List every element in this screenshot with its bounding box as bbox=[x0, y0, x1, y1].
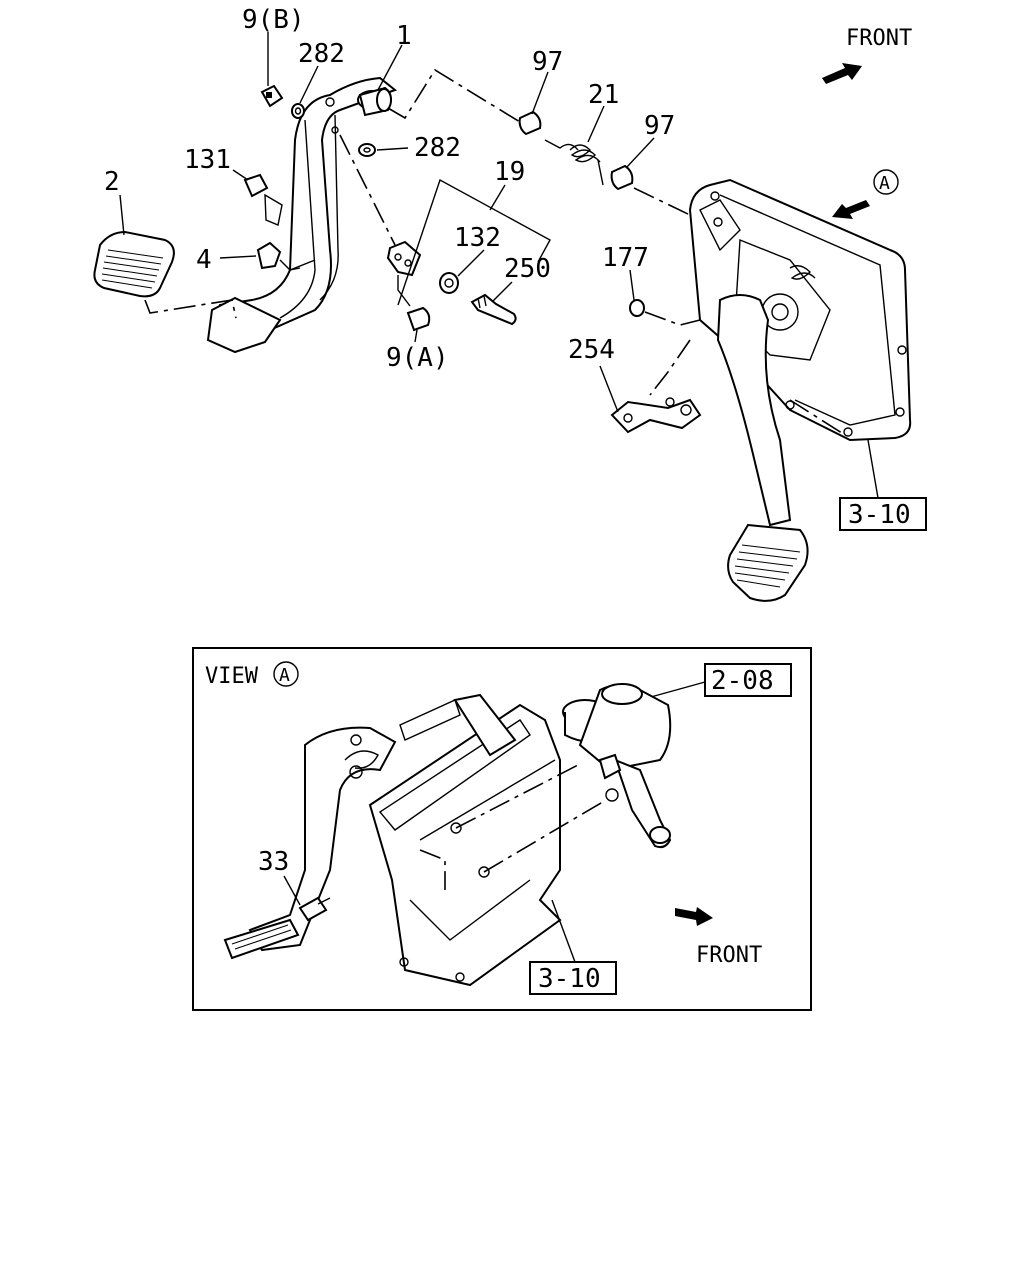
view-marker-circle bbox=[873, 169, 899, 195]
callout-282a: 282 bbox=[298, 39, 345, 69]
leader-19 bbox=[489, 184, 506, 211]
clutch-pedal-pad bbox=[93, 230, 175, 298]
main-view: FRONT A bbox=[93, 5, 927, 602]
pin-9a bbox=[406, 306, 431, 332]
clevis-19 bbox=[386, 240, 422, 277]
view-a-panel: VIEW A 2-08 bbox=[192, 647, 812, 1011]
leader-282a bbox=[299, 65, 319, 104]
view-a-dash-1 bbox=[455, 764, 579, 829]
dash-2 bbox=[339, 134, 396, 246]
ref-box-3-10-bottom[interactable] bbox=[529, 961, 617, 995]
view-a-bracket bbox=[368, 693, 562, 987]
ref-box-2-08-label: 2-08 bbox=[711, 666, 774, 696]
bushing-97-b bbox=[610, 164, 634, 191]
view-a-dash-3 bbox=[419, 849, 446, 890]
bracket-254 bbox=[610, 397, 702, 434]
leader-21 bbox=[587, 105, 605, 143]
dash-6 bbox=[789, 399, 846, 436]
leader-177 bbox=[629, 269, 635, 301]
callout-177: 177 bbox=[602, 243, 649, 273]
washer-282-upper bbox=[291, 103, 305, 119]
view-a-front-arrow-icon bbox=[675, 907, 713, 926]
spring-21 bbox=[544, 139, 604, 186]
callout-1: 1 bbox=[396, 21, 412, 51]
rod-250 bbox=[470, 293, 517, 326]
dash-5 bbox=[649, 339, 691, 396]
front-arrow-icon bbox=[822, 63, 862, 84]
nut-177 bbox=[629, 299, 645, 317]
view-a-marker-circle bbox=[273, 661, 299, 687]
view-a-pedal-arm bbox=[223, 726, 397, 960]
leader-132 bbox=[457, 249, 485, 277]
dash-1 bbox=[387, 68, 521, 123]
view-marker-label: A bbox=[879, 173, 890, 194]
callout-282b: 282 bbox=[414, 133, 461, 163]
leader-3-10 bbox=[867, 439, 879, 499]
dash-7 bbox=[289, 267, 301, 271]
brake-pedal-arm bbox=[716, 294, 809, 602]
callout-132: 132 bbox=[454, 223, 501, 253]
callout-21: 21 bbox=[588, 80, 619, 110]
dash-3 bbox=[633, 187, 691, 216]
stopper-4 bbox=[256, 241, 282, 270]
callout-2: 2 bbox=[104, 167, 120, 197]
callout-97b: 97 bbox=[644, 111, 675, 141]
bushing-97-a bbox=[518, 110, 542, 136]
callout-4: 4 bbox=[196, 245, 212, 275]
callout-9a: 9(A) bbox=[386, 343, 449, 373]
leader-19-bracket bbox=[397, 178, 551, 306]
callout-97a: 97 bbox=[532, 47, 563, 77]
leader-9a bbox=[414, 329, 418, 343]
callout-131: 131 bbox=[184, 145, 231, 175]
view-a-title: VIEW bbox=[205, 664, 259, 689]
nut-132 bbox=[439, 272, 459, 294]
view-a-marker: A bbox=[279, 665, 290, 686]
ref-box-2-08[interactable] bbox=[704, 663, 792, 697]
pedal-bushing-1 bbox=[357, 86, 392, 117]
leader-pad bbox=[144, 299, 237, 319]
leader-131 bbox=[232, 169, 249, 181]
callout-254: 254 bbox=[568, 335, 615, 365]
leader-97a bbox=[531, 71, 549, 115]
front-label: FRONT bbox=[846, 26, 912, 51]
clutch-pedal-face bbox=[206, 296, 282, 354]
ref-box-3-10-top[interactable] bbox=[839, 497, 927, 531]
callout-33: 33 bbox=[258, 847, 289, 877]
leader-1 bbox=[377, 44, 403, 91]
ref-box-3-10-top-label: 3-10 bbox=[848, 500, 911, 530]
leader-2 bbox=[119, 194, 125, 236]
leader-282b bbox=[376, 147, 409, 151]
leader-4 bbox=[219, 255, 257, 259]
master-cylinder bbox=[562, 683, 672, 849]
brake-pedal-bracket bbox=[688, 178, 912, 442]
leader-250 bbox=[491, 281, 513, 303]
callout-9b: 9(B) bbox=[242, 5, 305, 35]
leader-97b bbox=[625, 137, 655, 169]
switch-131 bbox=[243, 173, 269, 198]
washer-282-lower bbox=[358, 143, 376, 157]
leader-254 bbox=[599, 365, 619, 413]
view-a-front-label: FRONT bbox=[696, 943, 762, 968]
leader-33 bbox=[283, 875, 301, 906]
view-a-dash-2 bbox=[483, 799, 607, 873]
dash-8 bbox=[397, 275, 411, 307]
leader-3-10-view-a bbox=[551, 899, 576, 963]
view-a-arrow-icon bbox=[832, 200, 870, 219]
ref-box-3-10-bottom-label: 3-10 bbox=[538, 964, 601, 994]
dash-4 bbox=[644, 311, 701, 326]
callout-19: 19 bbox=[494, 157, 525, 187]
callout-250: 250 bbox=[504, 254, 551, 284]
